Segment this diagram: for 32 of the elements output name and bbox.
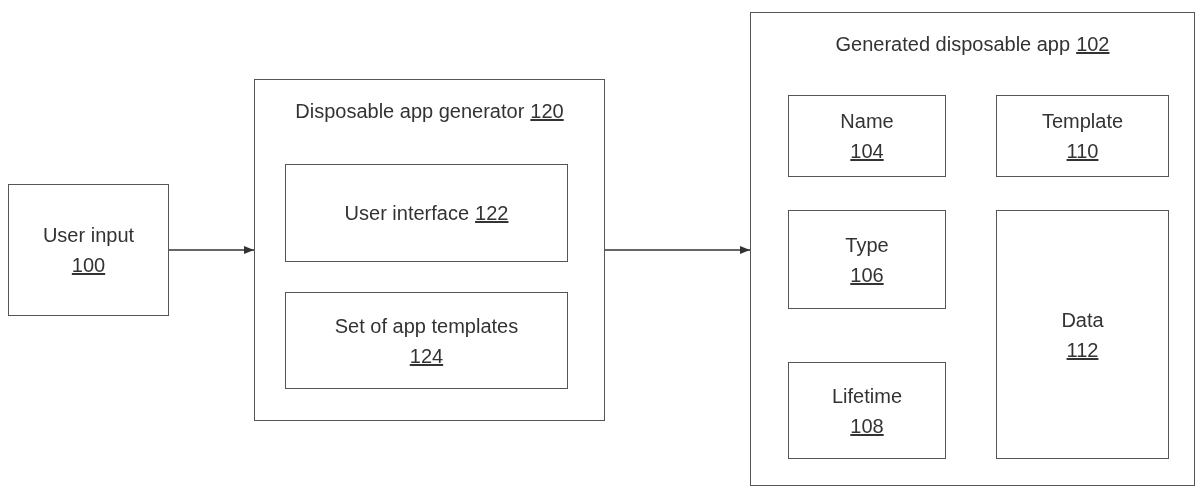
arrow: [604, 246, 751, 254]
reference-number: 112: [1066, 337, 1099, 363]
reference-number: 100: [71, 253, 106, 278]
label-text: User input: [42, 223, 135, 248]
label-text: Lifetime: [832, 383, 902, 409]
component-box: [285, 164, 568, 262]
component-box: [285, 292, 568, 389]
label-text: Name: [840, 109, 894, 134]
label-text: Generated disposable app: [835, 32, 1071, 57]
component-box: [8, 184, 169, 316]
label-text: Template: [1041, 109, 1124, 134]
component-box: [996, 95, 1169, 177]
component-box: [788, 95, 946, 177]
label-text: Data: [1061, 307, 1104, 333]
component-box: [788, 210, 946, 309]
container-box: [254, 79, 605, 421]
container-box: [750, 12, 1195, 486]
reference-number: 110: [1066, 139, 1099, 164]
reference-number: 124: [409, 343, 444, 369]
reference-number: 122: [475, 201, 509, 226]
label-text: Disposable app generator: [295, 99, 525, 124]
label-text: Type: [845, 232, 889, 258]
component-box: [996, 210, 1169, 459]
component-box: [788, 362, 946, 459]
reference-number: 102: [1076, 32, 1110, 57]
arrow: [168, 246, 255, 254]
reference-number: 120: [530, 99, 564, 124]
reference-number: 104: [850, 139, 884, 164]
reference-number: 106: [850, 262, 884, 288]
label-text: User interface: [344, 201, 470, 226]
reference-number: 108: [850, 413, 884, 439]
label-text: Set of app templates: [334, 313, 519, 339]
